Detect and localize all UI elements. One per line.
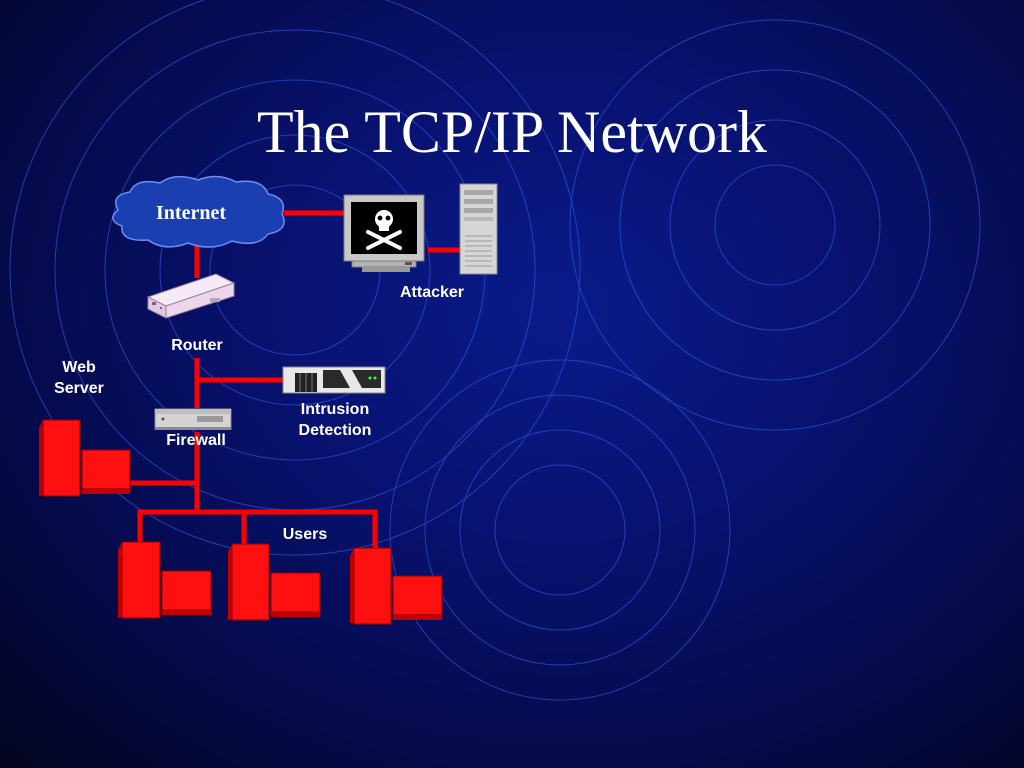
firewall-appliance-icon [154, 408, 232, 430]
skull-crossbones-icon [366, 210, 402, 250]
intrusion-detection-label-line1: Intrusion [300, 401, 370, 418]
monitor-icon [343, 194, 425, 272]
red-computer-icon [39, 419, 131, 497]
network-links [130, 210, 460, 548]
web-server-label-line2: Server [54, 380, 104, 397]
link-users-bus [137, 509, 378, 548]
tower-server-icon [459, 183, 498, 275]
internet-label: Internet [156, 202, 226, 224]
page-title: The TCP/IP Network [257, 99, 767, 165]
ids-appliance-icon [282, 366, 386, 394]
red-computer-icon [350, 547, 443, 625]
router-label: Router [171, 337, 223, 354]
users-label: Users [282, 526, 328, 543]
intrusion-detection-label: Intrusion Detection [286, 399, 384, 441]
intrusion-detection-label-line2: Detection [298, 422, 372, 439]
attacker-label: Attacker [399, 284, 465, 301]
firewall-label: Firewall [166, 432, 226, 449]
web-server-label-line1: Web [62, 359, 96, 376]
red-computer-icon [118, 541, 212, 619]
cloud-icon [112, 175, 285, 248]
red-computer-icon [228, 543, 321, 621]
web-server-label: Web Server [44, 357, 114, 399]
router-icon [146, 273, 236, 319]
